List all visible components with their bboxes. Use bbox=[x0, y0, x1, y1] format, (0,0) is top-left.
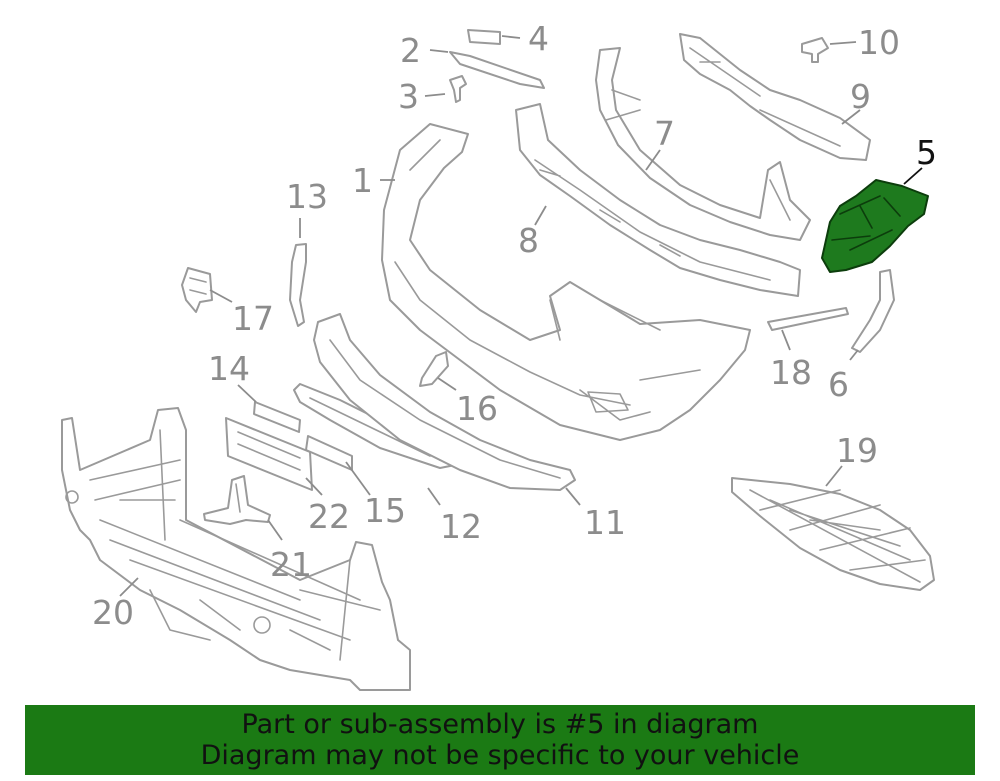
callout-2: 2 bbox=[400, 31, 421, 70]
part-2-strip[interactable] bbox=[449, 51, 545, 89]
part-18-strip[interactable] bbox=[767, 307, 849, 331]
callout-19: 19 bbox=[836, 431, 878, 470]
callout-20: 20 bbox=[92, 593, 134, 632]
callout-4: 4 bbox=[528, 19, 549, 58]
part-8-reinforcement[interactable] bbox=[515, 103, 801, 297]
callout-22: 22 bbox=[308, 497, 350, 536]
callout-labels: 1 2 3 4 5 6 7 8 9 10 11 12 13 14 15 16 1… bbox=[92, 19, 937, 632]
part-15-strip[interactable] bbox=[305, 435, 353, 471]
callout-16: 16 bbox=[456, 389, 498, 428]
part-10-fastener[interactable] bbox=[801, 37, 829, 63]
callout-17: 17 bbox=[232, 299, 274, 338]
callout-1: 1 bbox=[352, 161, 373, 200]
part-7-upper-bracket[interactable] bbox=[595, 47, 811, 241]
callout-10: 10 bbox=[858, 23, 900, 62]
callout-21: 21 bbox=[270, 545, 312, 584]
part-20-carrier[interactable] bbox=[61, 407, 411, 691]
callout-6: 6 bbox=[828, 365, 849, 404]
part-17-clip[interactable] bbox=[181, 267, 213, 313]
callout-15: 15 bbox=[364, 491, 406, 530]
callout-3: 3 bbox=[398, 77, 419, 116]
callout-18: 18 bbox=[770, 353, 812, 392]
callout-12: 12 bbox=[440, 507, 482, 546]
banner-line-2: Diagram may not be specific to your vehi… bbox=[200, 740, 800, 771]
leader-lines bbox=[119, 35, 923, 597]
banner-line-1: Part or sub-assembly is #5 in diagram bbox=[241, 709, 759, 740]
callout-8: 8 bbox=[518, 221, 539, 260]
callout-14: 14 bbox=[208, 349, 250, 388]
part-16-clip[interactable] bbox=[419, 351, 449, 387]
part-5-bracket-highlighted[interactable] bbox=[821, 179, 929, 273]
part-11-valance[interactable] bbox=[313, 313, 576, 491]
part-1-bumper-cover[interactable] bbox=[381, 123, 751, 441]
callout-11: 11 bbox=[584, 503, 626, 542]
info-banner: Part or sub-assembly is #5 in diagram Di… bbox=[25, 705, 975, 775]
part-13-bracket[interactable] bbox=[289, 243, 307, 327]
part-21-bracket[interactable] bbox=[203, 475, 271, 525]
callout-5: 5 bbox=[916, 133, 937, 172]
part-9-grille-bracket[interactable] bbox=[679, 33, 871, 161]
part-3-screw[interactable] bbox=[449, 75, 467, 103]
parts-diagram: 1 2 3 4 5 6 7 8 9 10 11 12 13 14 15 16 1… bbox=[61, 19, 937, 691]
callout-13: 13 bbox=[286, 177, 328, 216]
part-22-plate-bracket[interactable] bbox=[225, 417, 313, 491]
part-14-strip[interactable] bbox=[253, 401, 301, 433]
part-6-side-bracket[interactable] bbox=[851, 269, 895, 353]
part-19-grille-mesh[interactable] bbox=[731, 477, 935, 591]
part-4-clip[interactable] bbox=[467, 29, 501, 45]
callout-7: 7 bbox=[654, 114, 675, 153]
callout-9: 9 bbox=[850, 77, 871, 116]
